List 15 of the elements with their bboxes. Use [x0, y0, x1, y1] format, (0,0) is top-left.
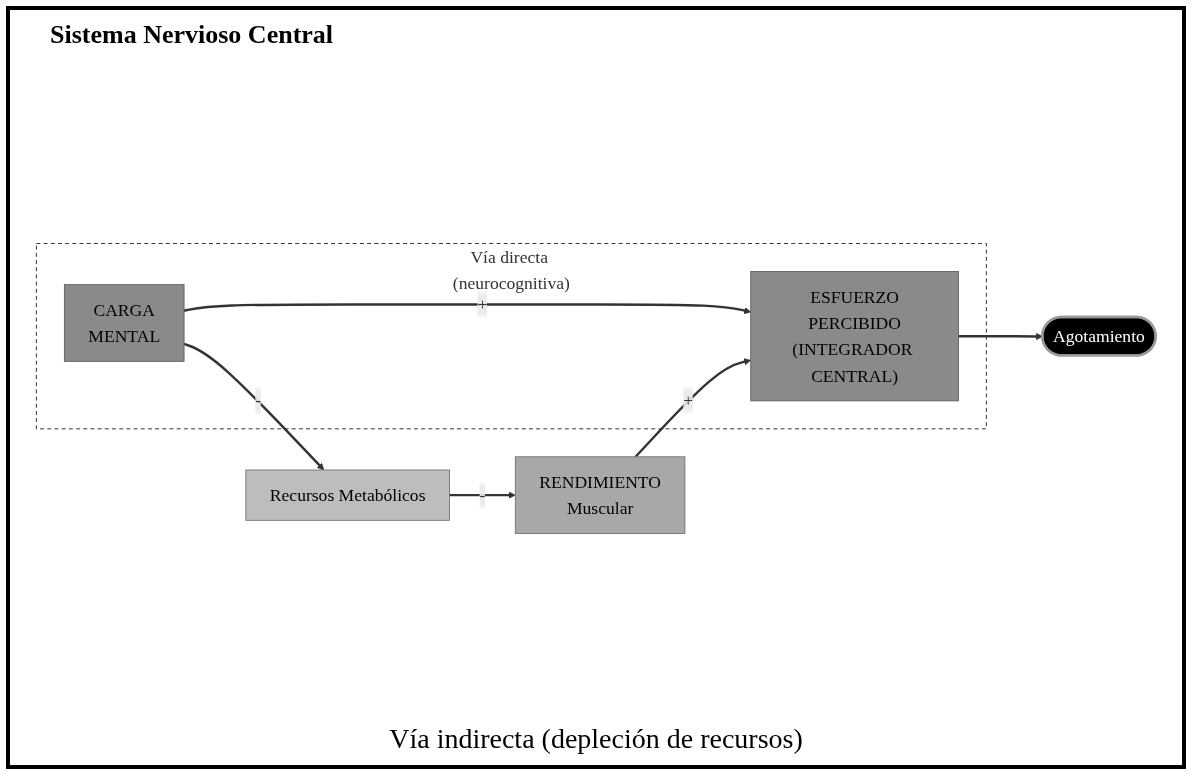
pathway-note: Vía indirecta (depleción de recursos)	[388, 723, 804, 755]
arrow	[634, 358, 752, 458]
diagram-title: Sistema Nervioso Central	[50, 20, 335, 50]
node-box: Recursos Metabólicos	[245, 469, 450, 521]
edge-label: -	[255, 390, 262, 411]
node-box: CARGA MENTAL	[63, 284, 185, 362]
edge-label: +	[477, 294, 488, 315]
edge-label: -	[479, 485, 486, 506]
node-box: ESFUERZO PERCIBIDO (INTEGRADOR CENTRAL)	[750, 271, 959, 402]
edge-label: +	[683, 389, 694, 410]
arrow	[958, 333, 1043, 340]
arrow	[183, 303, 752, 315]
arrow	[449, 491, 516, 499]
node-box: RENDIMIENTO Muscular	[514, 456, 686, 534]
arrow	[183, 342, 325, 471]
